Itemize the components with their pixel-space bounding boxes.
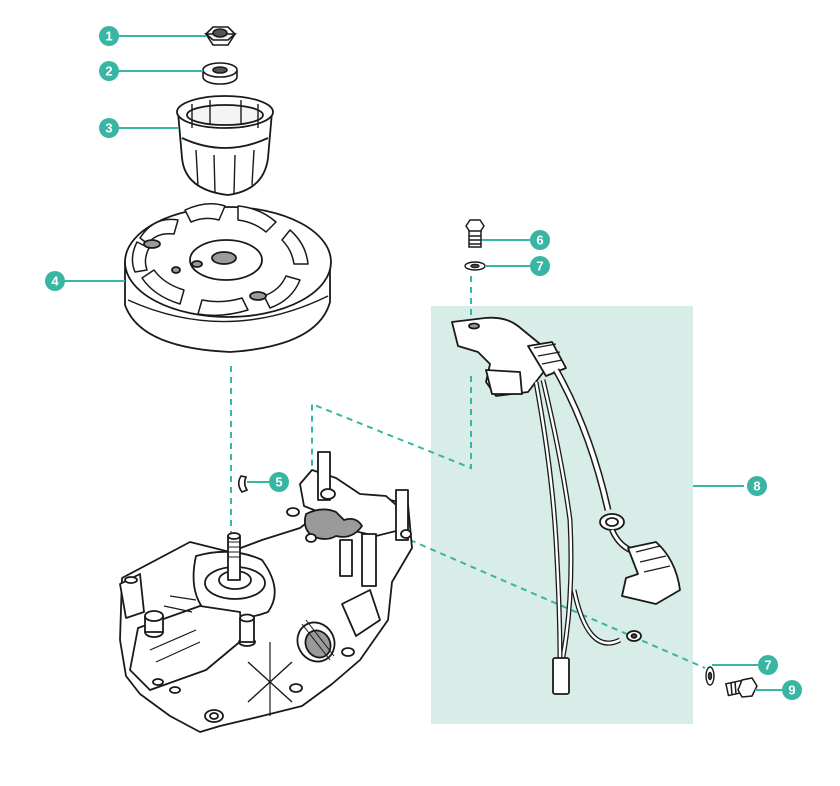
flywheel-part [124,203,332,353]
callout-2-badge [99,61,119,81]
bolt-part-6 [465,219,485,248]
callout-3-label: 3 [105,121,112,136]
callout-6: 6 [530,230,550,250]
callout-7b-label: 7 [764,658,771,673]
engine-block-part [119,451,413,733]
callout-leaders [62,35,782,691]
callout-4-badge [45,271,65,291]
callout-4: 4 [45,271,65,291]
assembly-guides [230,276,706,669]
flywheel-key-part [237,475,249,493]
callout-2-label: 2 [105,64,112,79]
callout-5-badge [269,472,289,492]
callout-1-badge [99,26,119,46]
callout-3: 3 [99,118,119,138]
callout-7a-badge [530,256,550,276]
callout-9: 9 [782,680,802,700]
bolt-part-9 [725,677,758,698]
washer-part-7a [464,261,486,271]
callout-9-badge [782,680,802,700]
callout-5: 5 [269,472,289,492]
callout-8: 8 [747,476,767,496]
callout-8-label: 8 [753,479,760,494]
callout-2: 2 [99,61,119,81]
washer-part-7b [705,666,715,686]
callout-1: 1 [99,26,119,46]
callout-6-label: 6 [536,233,543,248]
callout-7b-badge [758,655,778,675]
callout-9-label: 9 [788,683,795,698]
callout-8-badge [747,476,767,496]
callout-4-label: 4 [51,274,59,289]
nut-part [203,26,238,46]
ignition-module-part [451,316,681,695]
callout-badges: 1 2 3 4 5 6 7 8 7 9 [45,26,802,700]
washer-part [202,62,238,85]
callout-5-label: 5 [275,475,282,490]
callout-6-badge [530,230,550,250]
callout-7b: 7 [758,655,778,675]
starter-cup-part [176,95,274,196]
callout-1-label: 1 [105,29,112,44]
callout-7a-label: 7 [536,259,543,274]
callout-3-badge [99,118,119,138]
callout-7a: 7 [530,256,550,276]
